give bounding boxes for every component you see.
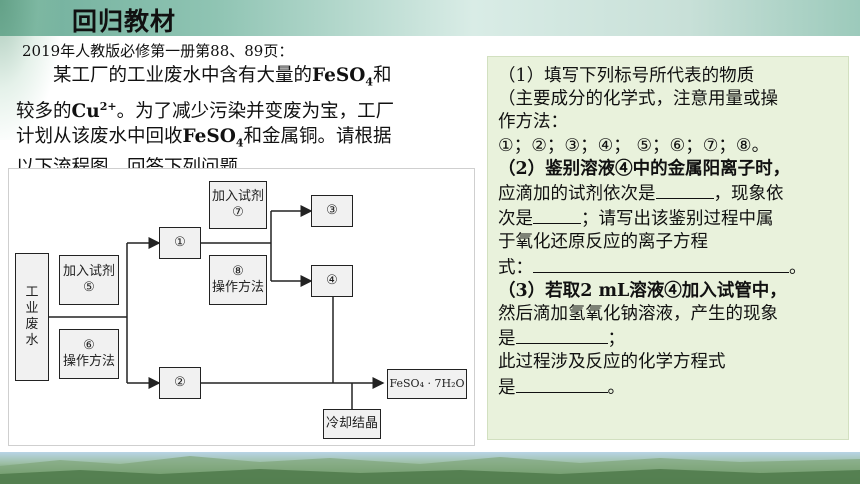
landscape-decoration [0, 452, 860, 484]
q2-line-1: （2）鉴别溶液④中的金属阳离子时， [498, 158, 791, 179]
node-1-box: ① [159, 227, 201, 259]
q1-line-3: 作方法： [498, 112, 568, 133]
answer-blank[interactable] [533, 206, 581, 225]
source-reference: 2019年人教版必修第一册第88、89页： [22, 42, 294, 60]
flowchart: 工 业 废 水 加入试剂 ⑤ ⑥ 操作方法 ① ② 加入试剂 ⑦ ⑧ 操作方法 … [8, 168, 475, 446]
intro-line-3: 计划从该废水中回收FeSO4和金属铜。请根据 [16, 125, 392, 150]
q3-line-4: 此过程涉及反应的化学方程式 [498, 352, 726, 373]
q3-line-5: 是。 [498, 375, 842, 400]
q2-line-3: 次是；请写出该鉴别过程中属 [498, 206, 842, 231]
question-panel: （1）填写下列标号所代表的物质 （主要成分的化学式，注意用量或操 作方法： ①；… [487, 56, 849, 440]
node-3-box: ③ [311, 195, 353, 227]
answer-blank[interactable] [515, 375, 608, 393]
method-8-box: ⑧ 操作方法 [209, 255, 267, 305]
q2-line-5: 式：。 [498, 255, 842, 280]
reagent-5-box: 加入试剂 ⑤ [59, 255, 119, 305]
q3-line-1: （3）若取2 mL溶液④加入试管中， [498, 280, 787, 301]
reagent-7-box: 加入试剂 ⑦ [209, 181, 267, 229]
page-title: 回归教材 [72, 7, 177, 36]
mountain-silhouette [0, 456, 860, 484]
wastewater-box: 工 业 废 水 [15, 253, 49, 381]
intro-line-2: 较多的Cu2+。为了减少污染并变废为宝，工厂 [16, 100, 395, 123]
answer-blank[interactable] [515, 326, 608, 345]
q3-line-2: 然后滴加氢氧化钠溶液，产生的现象 [498, 304, 778, 325]
leaf-decoration [0, 0, 60, 140]
method-6-box: ⑥ 操作方法 [59, 329, 119, 379]
answer-blank[interactable] [655, 181, 714, 200]
intro-paragraph: 某工厂的工业废水中含有大量的FeSO4和 较多的Cu2+。为了减少污染并变废为宝… [16, 64, 446, 181]
q1-line-2: （主要成分的化学式，注意用量或操 [498, 89, 778, 110]
q3-line-3: 是； [498, 326, 842, 351]
answer-blank[interactable] [533, 255, 789, 273]
node-2-box: ② [159, 367, 201, 399]
q1-line-1: （1）填写下列标号所代表的物质 [498, 66, 755, 86]
flowchart-connectors [49, 205, 385, 409]
product-box: FeSO₄ · 7H₂O [387, 369, 467, 399]
q2-line-4: 于氧化还原反应的离子方程 [498, 232, 708, 253]
q2-line-2: 应滴加的试剂依次是，现象依 [498, 181, 842, 206]
node-4-box: ④ [311, 265, 353, 297]
intro-line-1: 某工厂的工业废水中含有大量的FeSO4和 [53, 65, 392, 89]
header-band [0, 0, 860, 36]
q1-line-4: ①；②；③；④； ⑤；⑥；⑦；⑧。 [498, 135, 770, 156]
crystallization-box: 冷却结晶 [323, 409, 381, 439]
